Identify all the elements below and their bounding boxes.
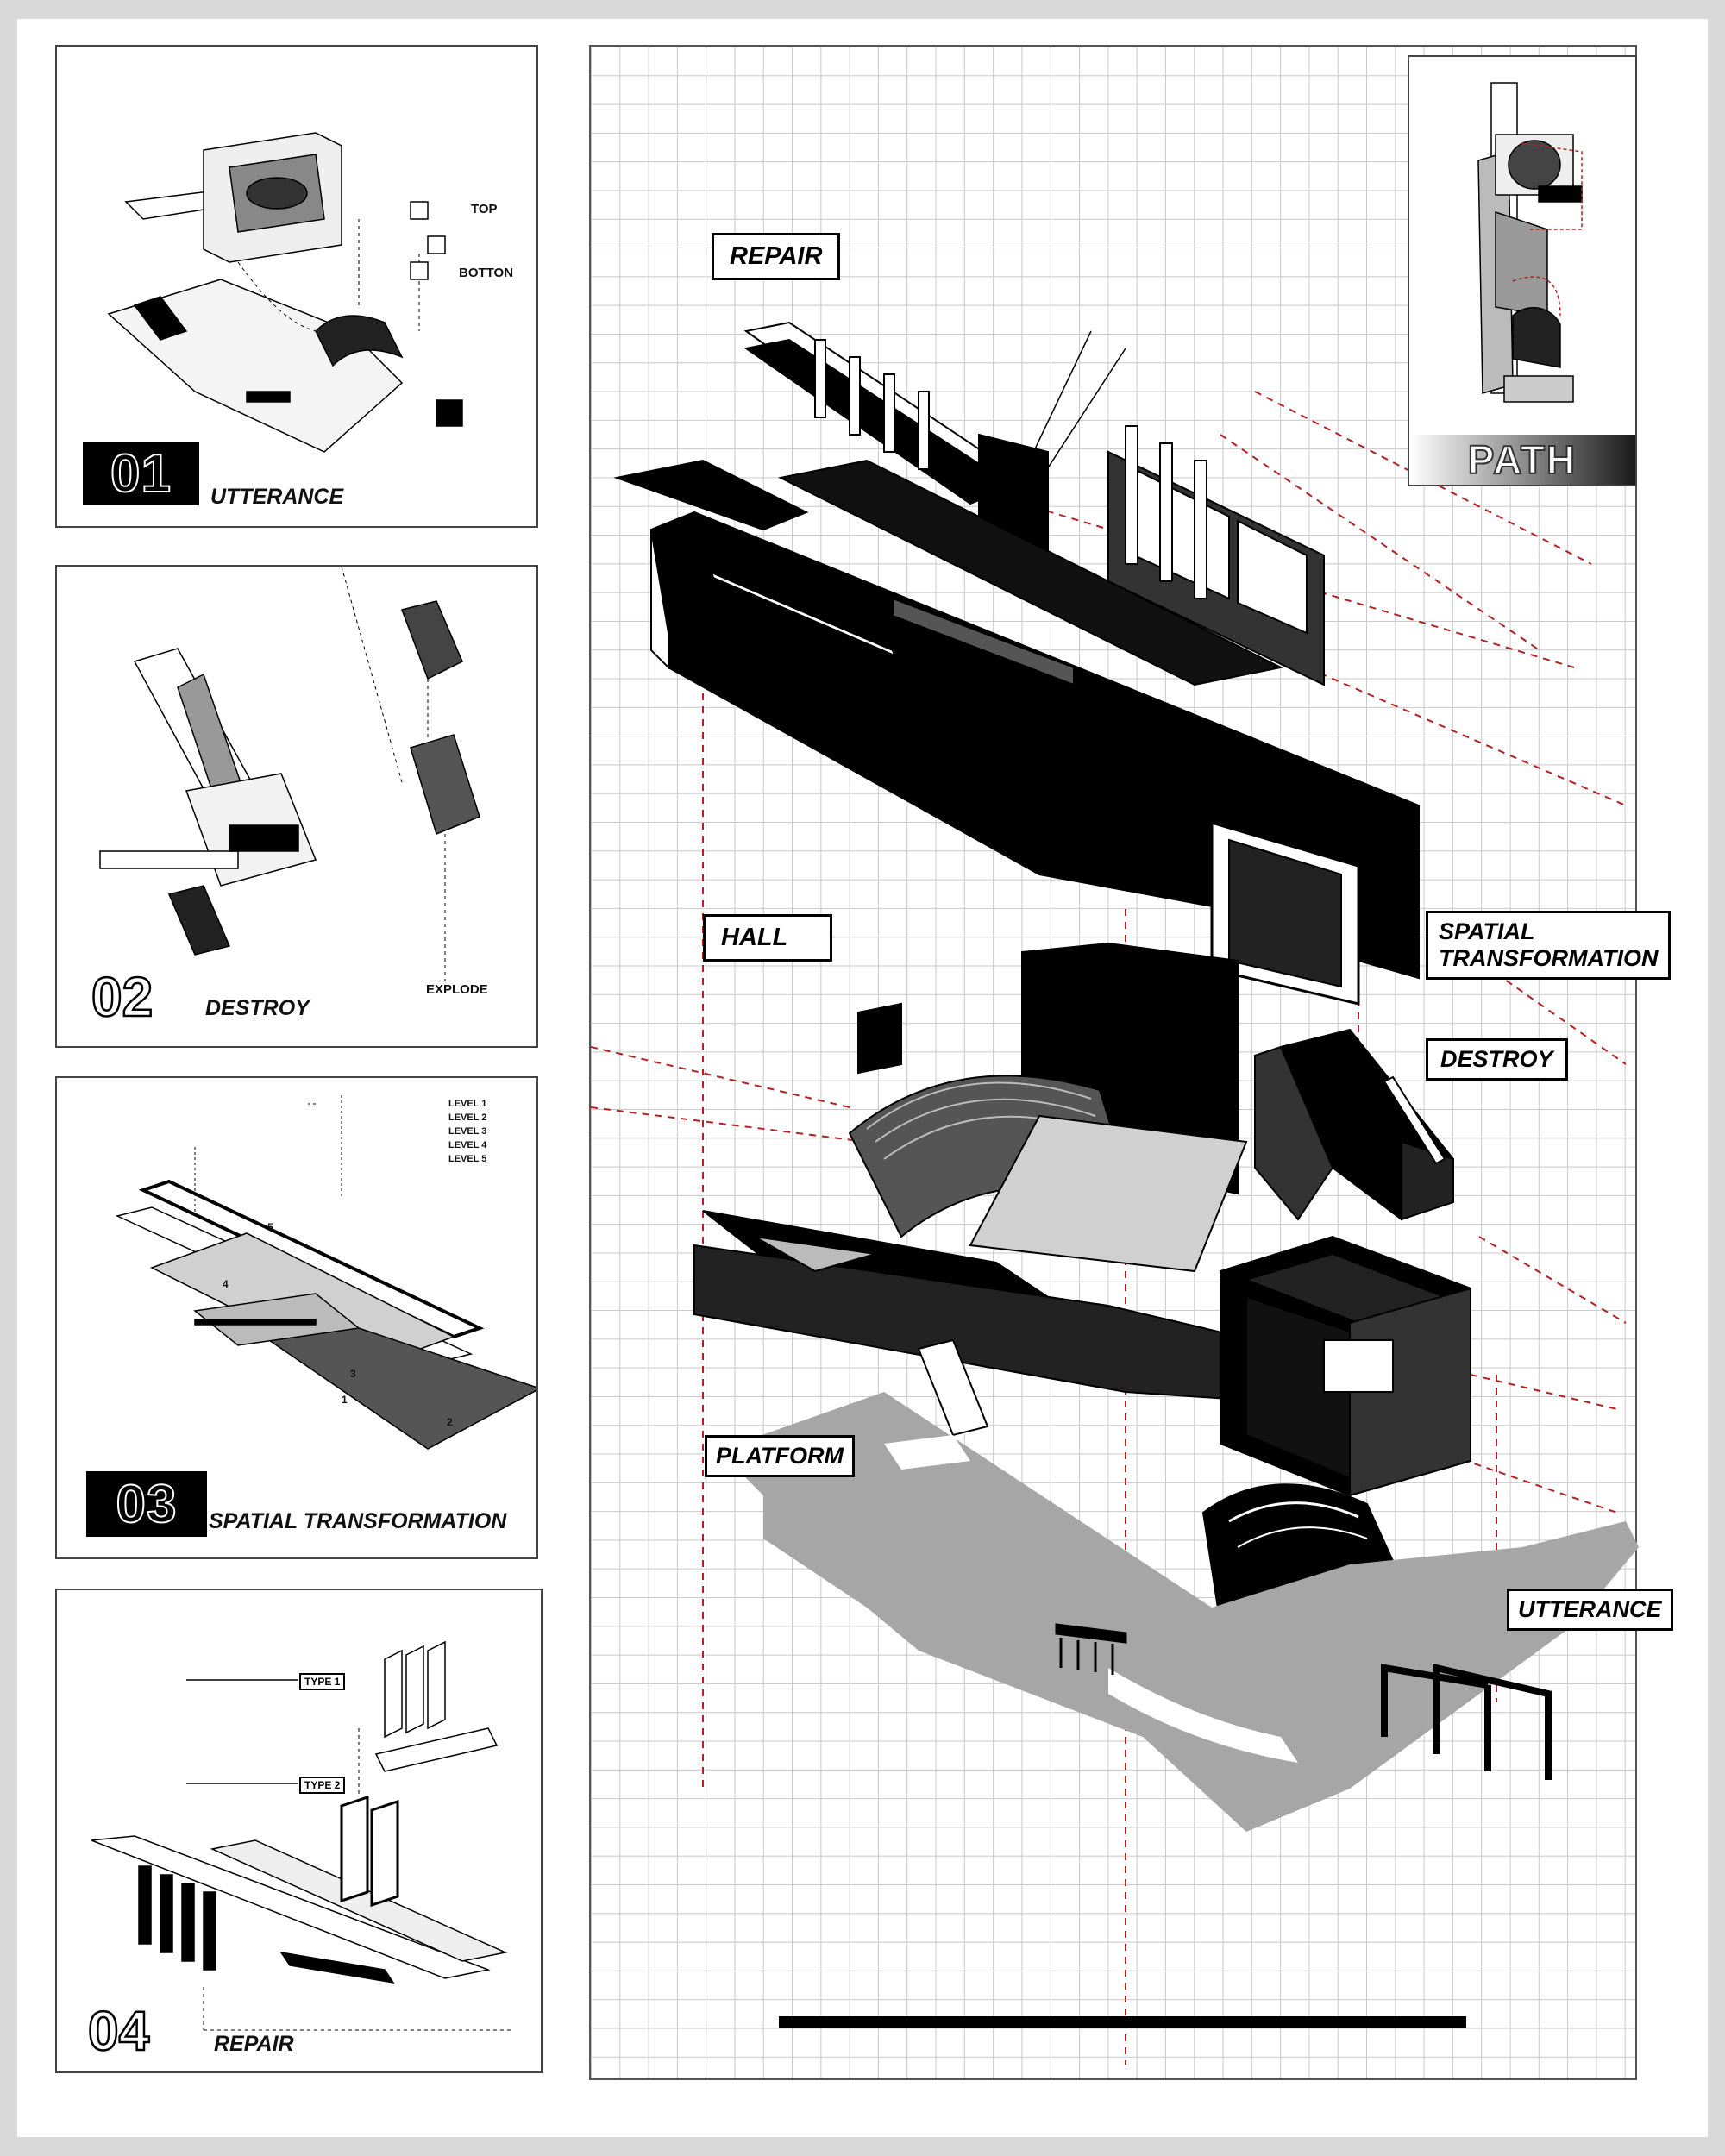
panel-01-drawing <box>107 132 463 453</box>
level-1: LEVEL 1 <box>448 1099 487 1109</box>
panel-02-destroy: EXPLODE 02 DESTROY <box>55 565 538 1048</box>
panel-02-drawing <box>99 567 480 981</box>
panel-03-spatial: LEVEL 1 LEVEL 2 LEVEL 3 LEVEL 4 LEVEL 5 … <box>55 1076 538 1559</box>
type-1-tag: TYPE 1 <box>299 1673 346 1690</box>
panel-04-number: 04 <box>87 1999 151 2064</box>
panel-01-title: UTTERANCE <box>210 485 344 509</box>
level-3: LEVEL 3 <box>448 1126 487 1137</box>
panel-01-number: 01 <box>83 442 199 505</box>
level-5: LEVEL 5 <box>448 1154 487 1164</box>
panel-02-number: 02 <box>91 965 154 1030</box>
level-2: LEVEL 2 <box>448 1112 487 1123</box>
path-key-plan: PATH <box>1408 55 1637 486</box>
platform-tag: PLATFORM <box>705 1435 855 1478</box>
level-4: LEVEL 4 <box>448 1140 487 1150</box>
path-label: PATH <box>1409 435 1635 485</box>
panel-04-title: REPAIR <box>214 2032 294 2056</box>
marker-3: 3 <box>350 1368 356 1380</box>
panel-03-number: 03 <box>86 1471 207 1537</box>
spatial-transformation-tag: SPATIAL TRANSFORMATION <box>1426 911 1672 981</box>
scale-bar <box>779 2016 1466 2028</box>
type-2-tag: TYPE 2 <box>299 1777 346 1794</box>
panel-03-drawing <box>115 1095 536 1450</box>
destroy-element <box>1254 1028 1455 1221</box>
marker-2: 2 <box>447 1416 453 1428</box>
platform-element <box>737 1392 1639 1832</box>
marker-5: 5 <box>267 1221 273 1233</box>
bottom-note: BOTTON <box>459 266 514 280</box>
spatial-line-2: TRANSFORMATION <box>1439 945 1659 972</box>
hall-tag: HALL <box>703 914 832 962</box>
spatial-line-1: SPATIAL <box>1439 918 1535 944</box>
hall-element <box>693 942 1256 1437</box>
exploded-drawing <box>591 321 1639 2065</box>
panel-04-drawing <box>91 1640 514 2031</box>
spatial-transformation-slab <box>613 459 1420 1006</box>
marker-1: 1 <box>342 1394 348 1406</box>
panel-03-title: SPATIAL TRANSFORMATION <box>209 1509 507 1533</box>
destroy-tag: DESTROY <box>1426 1038 1568 1081</box>
panel-04-repair: TYPE 1 TYPE 2 04 REPAIR <box>55 1589 543 2073</box>
main-exploded-axonometric: REPAIR HALL PLATFORM SPATIAL TRANSFORMAT… <box>589 45 1673 2080</box>
path-drawing <box>1477 82 1583 403</box>
marker-4: 4 <box>223 1278 229 1290</box>
top-note: TOP <box>471 202 498 216</box>
panel-01-utterance: TOP BOTTON 01 UTTERANCE <box>55 45 538 528</box>
panel-02-title: DESTROY <box>205 996 310 1020</box>
utterance-tag: UTTERANCE <box>1507 1589 1673 1632</box>
explode-note: EXPLODE <box>426 982 488 997</box>
repair-element <box>743 321 1325 686</box>
repair-tag: REPAIR <box>712 233 841 281</box>
